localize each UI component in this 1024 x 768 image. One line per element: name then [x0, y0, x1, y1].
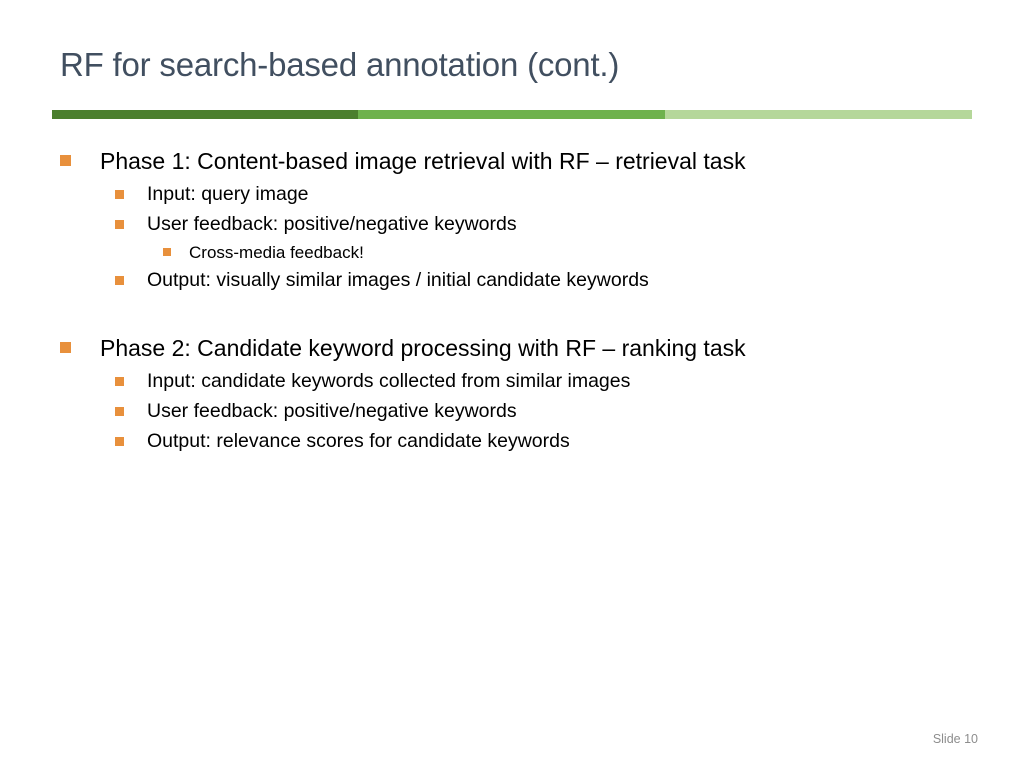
- slide-number: Slide 10: [932, 732, 978, 746]
- bullet-phase2-heading: Phase 2: Candidate keyword processing wi…: [52, 333, 992, 364]
- page-title: RF for search-based annotation (cont.): [60, 46, 620, 83]
- bullet-text: Phase 1: Content-based image retrieval w…: [100, 148, 746, 174]
- bullet-square-icon: [115, 190, 124, 199]
- bullet-phase2-item-0: Input: candidate keywords collected from…: [52, 368, 992, 395]
- bullet-phase1-item-1: User feedback: positive/negative keyword…: [52, 211, 992, 238]
- bullet-text: Output: relevance scores for candidate k…: [147, 430, 570, 452]
- bullet-phase2-item-2: Output: relevance scores for candidate k…: [52, 428, 992, 455]
- slide-body: Phase 1: Content-based image retrieval w…: [52, 146, 992, 458]
- bullet-text: Phase 2: Candidate keyword processing wi…: [100, 335, 746, 361]
- bullet-square-icon: [60, 342, 71, 353]
- bullet-phase2-item-1: User feedback: positive/negative keyword…: [52, 398, 992, 425]
- bullet-phase1-item-2: Cross-media feedback!: [52, 241, 992, 264]
- bullet-phase1-item-0: Input: query image: [52, 181, 992, 208]
- bullet-square-icon: [60, 155, 71, 166]
- bullet-square-icon: [115, 276, 124, 285]
- divider-segment-medium: [358, 110, 665, 119]
- bullet-square-icon: [115, 437, 124, 446]
- bullet-text: User feedback: positive/negative keyword…: [147, 400, 517, 422]
- bullet-text: User feedback: positive/negative keyword…: [147, 213, 517, 235]
- bullet-phase1-item-3: Output: visually similar images / initia…: [52, 267, 992, 294]
- bullet-square-icon: [115, 377, 124, 386]
- bullet-text: Cross-media feedback!: [189, 243, 364, 262]
- bullet-text: Input: query image: [147, 183, 309, 205]
- divider-segment-dark: [52, 110, 358, 119]
- bullet-square-icon: [115, 407, 124, 416]
- bullet-text: Input: candidate keywords collected from…: [147, 370, 631, 392]
- title-divider-bar: [52, 110, 972, 119]
- bullet-phase1-heading: Phase 1: Content-based image retrieval w…: [52, 146, 992, 177]
- divider-segment-light: [665, 110, 972, 119]
- bullet-square-icon: [115, 220, 124, 229]
- bullet-text: Output: visually similar images / initia…: [147, 269, 649, 291]
- bullet-square-icon: [163, 248, 171, 256]
- section-spacer: [52, 297, 992, 333]
